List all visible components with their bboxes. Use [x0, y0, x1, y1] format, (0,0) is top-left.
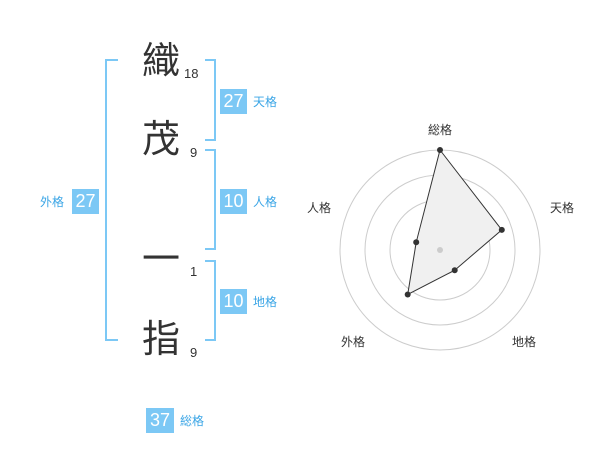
chikaku-bracket	[205, 260, 216, 341]
soukaku-value: 37	[146, 408, 174, 433]
name-char-1: 織	[142, 39, 181, 83]
jinkaku-label: 人格	[253, 195, 278, 209]
jinkaku-bracket	[205, 149, 216, 250]
radar-point-2	[498, 226, 505, 233]
chikaku-value: 10	[220, 289, 247, 314]
stroke-count-3: 1	[190, 264, 198, 279]
radar-axis-soukaku: 総格	[428, 123, 453, 137]
stroke-count-2: 9	[190, 145, 198, 160]
gaikaku-value: 27	[72, 189, 99, 214]
name-char-4: 指	[142, 317, 181, 361]
name-char-2: 茂	[142, 117, 181, 161]
radar-center-dot	[437, 247, 443, 253]
radar-axis-gaikaku: 外格	[341, 335, 366, 349]
stroke-count-1: 18	[184, 66, 199, 81]
radar-point-1	[437, 147, 443, 153]
chikaku-label: 地格	[253, 295, 278, 309]
name-char-3: 一	[142, 237, 181, 281]
gaikaku-label: 外格	[40, 195, 65, 209]
tenkaku-bracket	[205, 59, 216, 141]
radar-axis-jinkaku: 人格	[307, 201, 332, 215]
radar-point-4	[404, 291, 411, 298]
radar-point-3	[451, 267, 458, 274]
jinkaku-value: 10	[220, 189, 247, 214]
soukaku-label: 総格	[180, 414, 205, 428]
radar-point-5	[413, 239, 420, 246]
outer-bracket	[105, 59, 118, 341]
stroke-count-4: 9	[190, 345, 198, 360]
radar-axis-tenkaku: 天格	[550, 201, 575, 215]
tenkaku-label: 天格	[253, 95, 278, 109]
tenkaku-value: 27	[220, 89, 247, 114]
radar-points	[404, 147, 505, 298]
radar-shape	[407, 148, 503, 296]
radar-axis-chikaku: 地格	[512, 335, 537, 349]
